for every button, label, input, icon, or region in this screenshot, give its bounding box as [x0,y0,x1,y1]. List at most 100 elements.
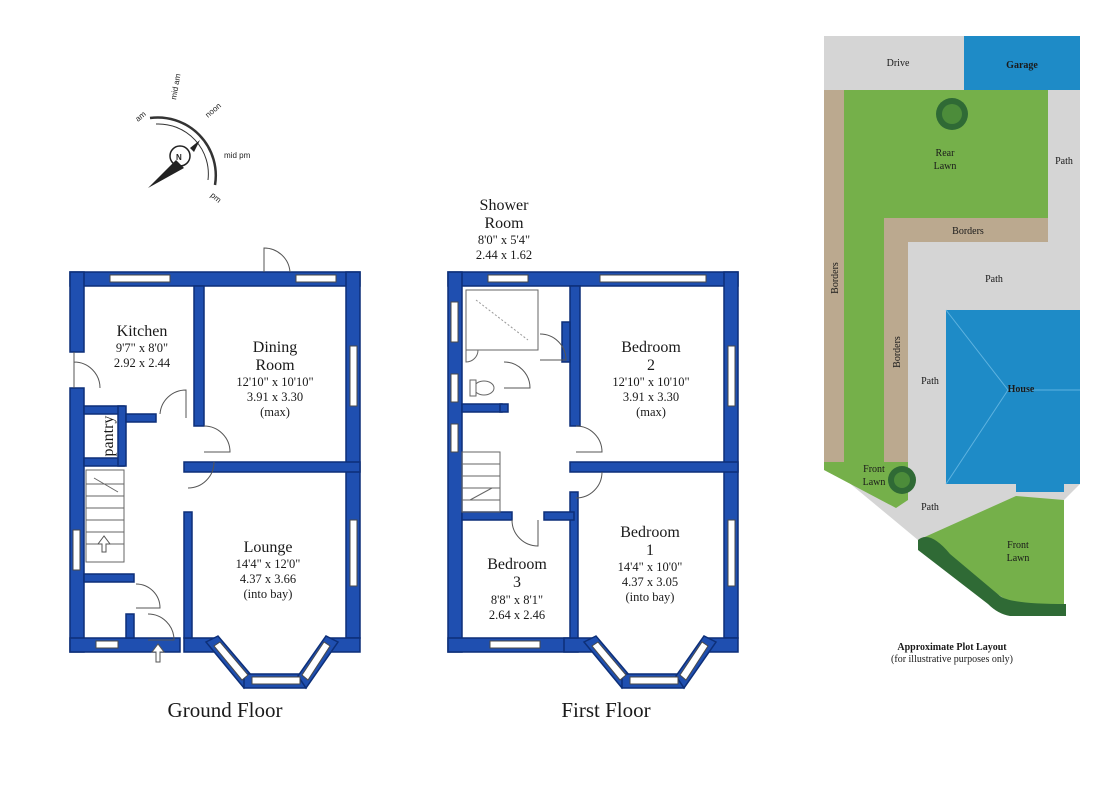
bedroom1-name-1: Bedroom [620,524,680,541]
ff-wall-bed3-top-left [461,511,513,521]
ff-wall-shower-stub [499,403,509,413]
gf-wall-hall-lounge [183,511,193,639]
plot-subtitle: (for illustrative purposes only) [891,654,1013,665]
ff-window-landing [450,423,459,453]
ff-window-bed2 [727,345,736,407]
ff-bay-window-front [629,676,679,685]
compass-needle-icon [148,160,184,188]
ff-window-bed1 [727,519,736,587]
north-label: N [176,153,182,162]
gf-window-dining [349,345,358,407]
ff-shower-door [539,333,567,361]
front-lawn-large-label-1: Front [1007,540,1029,551]
entrance-arrow-icon [151,643,165,663]
plot-layout: Drive Garage Rear Lawn Path Borders Path… [824,36,1080,665]
bedroom2-name-1: Bedroom [621,339,681,356]
ff-wall-bed3-top-right [543,511,575,521]
bedroom1-note: (into bay) [626,590,675,604]
compass-mid-pm: mid pm [224,151,251,160]
lounge-imperial: 14'4" x 12'0" [236,557,301,571]
bedroom3-name-1: Bedroom [487,556,547,573]
pantry-name: pantry [100,416,117,457]
ff-wc-door [503,361,531,389]
dining-name-2: Room [255,357,295,374]
rear-lawn-label-1: Rear [936,148,956,159]
gf-window-kitchen [109,274,171,283]
bedroom2-metric: 3.91 x 3.30 [623,390,679,404]
house-roof-lines [945,309,1080,485]
bedroom3-imperial: 8'8" x 8'1" [491,593,543,607]
compass-am: am [134,109,149,123]
house-label: House [1008,384,1035,395]
shower-tray-drain [475,299,529,341]
bedroom1-imperial: 14'4" x 10'0" [618,560,683,574]
gf-side-door [73,352,101,389]
front-lawn-small-label-1: Front [863,464,885,475]
gf-wall-left-upper [69,271,85,353]
front-tree-icon [888,466,916,494]
ff-staircase [461,451,501,513]
borders-label-left: Borders [830,262,841,294]
front-lawn-small [824,462,908,508]
path-label-left: Path [921,376,939,387]
front-lawn-large [918,496,1064,612]
path-label-mid: Path [985,274,1003,285]
dining-imperial: 12'10" x 10'10" [236,375,313,389]
toilet-icon [473,380,495,396]
bedroom3-name-2: 3 [513,574,521,591]
ff-bed1-door [575,471,603,499]
shower-name-2: Room [484,215,524,232]
path-label-right: Path [1055,156,1073,167]
ff-wall-bed3-bed1 [569,491,579,639]
ff-bay-window-right [679,641,709,681]
kitchen-name: Kitchen [117,323,168,340]
compass-pm: pm [209,191,224,205]
front-lawn-large-label-2: Lawn [1007,553,1030,564]
gf-lounge-door [187,461,215,489]
sun-arc [149,116,217,186]
first-floor-plan: Shower Room 8'0" x 5'4" 2.44 x 1.62 Bedr… [447,197,739,722]
dining-note: (max) [260,405,290,419]
gf-window-dining-top [295,274,337,283]
dining-name-1: Dining [253,339,297,356]
ff-window-wc [450,373,459,403]
gf-kitchen-door [159,389,187,418]
kitchen-imperial: 9'7" x 8'0" [116,341,168,355]
toilet-cistern [469,379,477,397]
gf-bay-window-right [301,641,331,681]
rear-lawn [844,90,1048,462]
front-hedge [918,537,1066,616]
inner-border-strip [884,218,1048,462]
garage-block [964,36,1080,90]
bedroom1-name-2: 1 [646,542,654,559]
ff-bed3-door [511,519,539,547]
dining-metric: 3.91 x 3.30 [247,390,303,404]
ff-window-bed2-top [599,274,707,283]
borders-label-inner: Borders [892,336,903,368]
plot-title: Approximate Plot Layout [897,642,1007,653]
lounge-metric: 4.37 x 3.66 [240,572,296,586]
shower-imperial: 8'0" x 5'4" [478,233,530,247]
ff-wall-shower-bottom [461,403,503,413]
shower-name-1: Shower [480,197,530,214]
drive-area [824,36,964,90]
first-floor-title: First Floor [561,698,650,722]
shower-metric: 2.44 x 1.62 [476,248,532,262]
rear-tree-icon [936,98,968,130]
gf-wall-porch [125,613,135,639]
bedroom2-name-2: 2 [647,357,655,374]
lounge-name: Lounge [244,539,293,556]
gf-wall-pantry-side [117,405,127,467]
compass-mid-am: mid am [169,73,182,101]
house-block [946,310,1080,492]
gf-window-stair [72,529,81,571]
gf-stair-arrow-icon [97,535,111,553]
path-label-front: Path [921,502,939,513]
ground-floor-title: Ground Floor [168,698,283,722]
shower-corner-basin [465,349,479,363]
bedroom2-note: (max) [636,405,666,419]
bedroom2-imperial: 12'10" x 10'10" [612,375,689,389]
ff-window-shower-side [450,301,459,343]
drive-label: Drive [887,58,910,69]
gf-bay-window-left [213,641,249,681]
